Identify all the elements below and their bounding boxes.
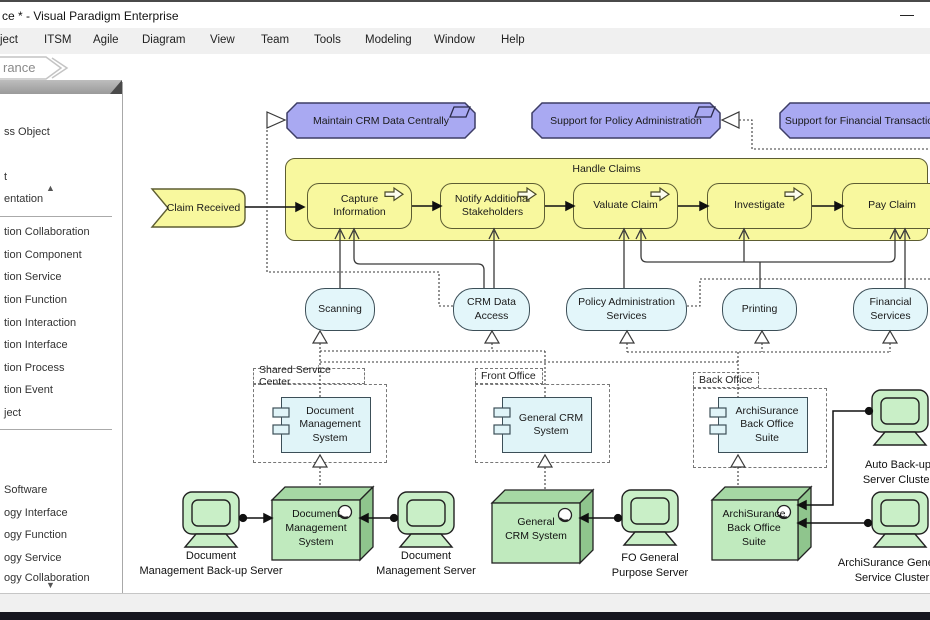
menu-tools[interactable]: Tools	[314, 34, 341, 46]
palette-item-application-interface[interactable]: tion Interface	[4, 339, 68, 351]
group-front-office[interactable]: Front Office	[475, 368, 543, 384]
menu-window[interactable]: Window	[434, 34, 475, 46]
palette-item-application-component[interactable]: tion Component	[4, 249, 82, 261]
palette-item-application-interaction[interactable]: tion Interaction	[4, 317, 77, 329]
shape-palette: ▲ ss Object t entation tion Collaboratio…	[0, 82, 123, 593]
process-investigate[interactable]: Investigate	[707, 183, 812, 229]
requirement-support-for-financial-transactions[interactable]: Support for Financial Transactio	[784, 114, 930, 127]
requirement-support-for-policy-administration[interactable]: Support for Policy Administration	[550, 114, 702, 127]
band-label: Handle Claims	[572, 163, 641, 175]
palette-scroll-down-icon[interactable]: ▼	[46, 580, 55, 590]
process-valuate-claim[interactable]: Valuate Claim	[573, 183, 678, 229]
event-claim-received[interactable]: Claim Received	[166, 202, 241, 214]
palette-divider	[0, 429, 112, 430]
palette-header-fold-icon	[110, 80, 122, 94]
palette-item-application-collaboration[interactable]: tion Collaboration	[4, 226, 90, 238]
palette-item-business-object[interactable]: ss Object	[4, 126, 50, 138]
breadcrumb-bar	[0, 54, 930, 83]
palette-item-application-event[interactable]: tion Event	[4, 384, 53, 396]
palette-item-application-service[interactable]: tion Service	[4, 271, 62, 283]
menu-itsm[interactable]: ITSM	[44, 34, 72, 46]
status-bar	[0, 593, 930, 613]
palette-item-t[interactable]: t	[4, 171, 8, 183]
menu-project[interactable]: ject	[0, 34, 18, 46]
group-shared-service-center[interactable]: Shared Service Center	[253, 364, 365, 388]
palette-header[interactable]	[0, 80, 122, 94]
palette-divider	[0, 216, 112, 217]
menu-team[interactable]: Team	[261, 34, 290, 46]
menu-agile[interactable]: Agile	[93, 34, 119, 46]
menu-modeling[interactable]: Modeling	[365, 34, 412, 46]
service-scanning[interactable]: Scanning	[305, 288, 375, 331]
breadcrumb[interactable]: rance	[3, 60, 36, 75]
palette-item-technology-interface[interactable]: ogy Interface	[4, 507, 68, 519]
minimize-button[interactable]: —	[900, 6, 914, 22]
palette-item-data-object[interactable]: ject	[4, 407, 22, 419]
menu-help[interactable]: Help	[501, 34, 525, 46]
group-back-office[interactable]: Back Office	[693, 372, 759, 388]
process-pay-claim[interactable]: Pay Claim	[842, 183, 930, 229]
menu-view[interactable]: View	[210, 34, 235, 46]
palette-item-system-software[interactable]: Software	[4, 484, 48, 496]
device-archisurance-general-service-cluster-label: ArchiSurance GeneralService Cluster	[837, 557, 930, 584]
palette-item-application-function[interactable]: tion Function	[4, 294, 67, 306]
palette-item-application-process[interactable]: tion Process	[4, 362, 65, 374]
title-bar: ce * - Visual Paradigm Enterprise —	[0, 0, 930, 30]
menu-diagram[interactable]: Diagram	[142, 34, 186, 46]
palette-item-technology-service[interactable]: ogy Service	[4, 552, 62, 564]
palette-item-technology-function[interactable]: ogy Function	[4, 529, 67, 541]
palette-scroll-up-icon[interactable]: ▲	[46, 183, 55, 193]
window-title: ce * - Visual Paradigm Enterprise	[2, 9, 179, 23]
menu-bar: ject ITSM Agile Diagram View Team Tools …	[0, 28, 930, 54]
bottom-bar	[0, 612, 930, 620]
requirement-maintain-crm-data-centrally[interactable]: Maintain CRM Data Centrally	[313, 114, 449, 127]
palette-item-technology-collaboration[interactable]: ogy Collaboration	[4, 572, 90, 584]
palette-item-representation[interactable]: entation	[4, 193, 44, 205]
service-printing[interactable]: Printing	[722, 288, 797, 331]
